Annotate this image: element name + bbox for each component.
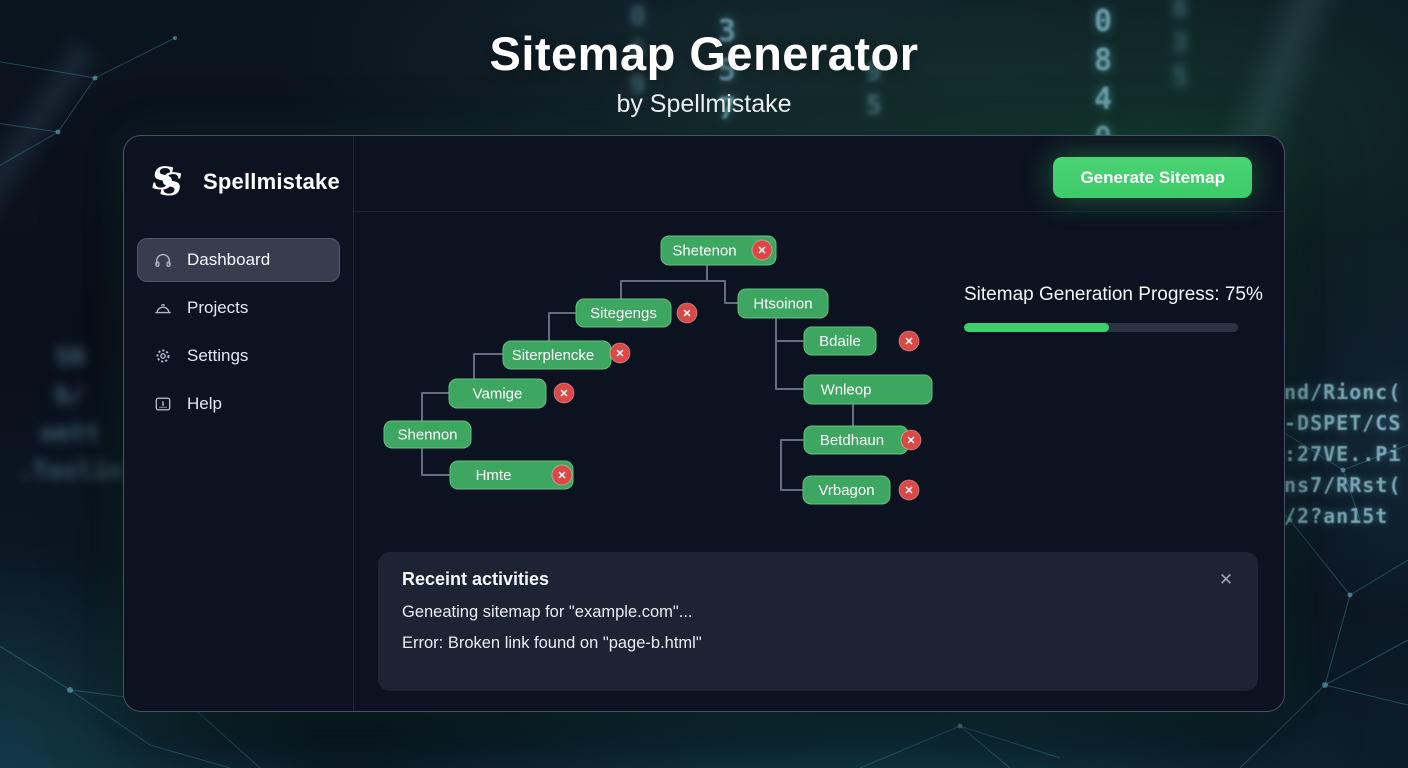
- error-badge-x-icon: ✕: [615, 348, 624, 360]
- tree-connector: [421, 392, 449, 421]
- background-code-text: ns7/RRst(: [1284, 473, 1402, 497]
- sidebar-item-label: Help: [187, 394, 222, 413]
- recent-activities-panel: Receint activities Geneating sitemap for…: [378, 552, 1258, 691]
- error-badge[interactable]: [751, 239, 773, 261]
- tree-connector: [548, 312, 576, 341]
- close-icon[interactable]: ✕: [1218, 570, 1234, 589]
- progress-bar: [964, 323, 1238, 332]
- sitemap-node-label: Shetenon: [672, 243, 736, 260]
- tree-connector: [707, 280, 738, 304]
- sitemap-node-label: Siterplencke: [512, 347, 595, 364]
- sitemap-node[interactable]: Hmte ✕: [449, 460, 574, 490]
- background-code-text: :27VE..Pi: [1284, 442, 1402, 466]
- error-badge[interactable]: [898, 330, 920, 352]
- sidebar-item-label: Dashboard: [187, 250, 271, 269]
- gear-icon: [156, 349, 170, 363]
- sitemap-node-label: Betdhaun: [820, 432, 884, 449]
- help-square-icon: [155, 397, 171, 411]
- sitemap-node[interactable]: Sitegengs ✕: [575, 298, 698, 328]
- error-badge-x-icon: ✕: [559, 388, 568, 400]
- error-badge-x-icon: ✕: [906, 435, 915, 447]
- background-code-text: /2?an15t: [1284, 504, 1389, 528]
- error-badge-x-icon: ✕: [904, 336, 913, 348]
- brand-name: Spellmistake: [203, 169, 340, 194]
- sidebar-item-label: Settings: [187, 346, 249, 365]
- tree-connector: [620, 265, 708, 299]
- error-badge[interactable]: [676, 302, 698, 324]
- sitemap-node-label: Sitegengs: [590, 305, 657, 322]
- sitemap-node-label: Vamige: [473, 386, 523, 403]
- sitemap-node[interactable]: Bdaile ✕: [803, 326, 920, 356]
- generate-sitemap-button[interactable]: Generate Sitemap: [1053, 157, 1252, 198]
- sitemap-node-label: Shennon: [397, 427, 457, 444]
- page-title: Sitemap Generator: [489, 27, 919, 80]
- tree-connector: [775, 318, 804, 342]
- sitemap-node[interactable]: Betdhaun ✕: [803, 425, 922, 455]
- tree-connector: [775, 341, 804, 390]
- sitemap-node-label: Wnleop: [821, 382, 872, 399]
- activities-title: Receint activities: [402, 569, 550, 589]
- sitemap-node[interactable]: Shennon: [383, 420, 472, 449]
- progress-bar-fill: [964, 323, 1110, 332]
- sitemap-node[interactable]: Htsoinon: [737, 288, 829, 319]
- tree-connector: [421, 448, 450, 476]
- headphones-icon: [155, 253, 171, 267]
- progress-label: Sitemap Generation Progress: 75%: [964, 284, 1263, 305]
- error-badge-x-icon: ✕: [757, 245, 766, 257]
- error-badge[interactable]: [553, 382, 575, 404]
- background-code-text: -DSPET/CS: [1284, 411, 1402, 435]
- sidebar-item-projects[interactable]: Projects: [137, 286, 340, 330]
- sitemap-node[interactable]: Wnleop: [803, 374, 933, 405]
- error-badge[interactable]: [551, 464, 573, 486]
- sidebar-item-label: Projects: [187, 298, 249, 317]
- error-badge-x-icon: ✕: [904, 485, 913, 497]
- sitemap-node[interactable]: Shetenon ✕: [660, 235, 777, 266]
- sidebar-menu: Dashboard Projects Settings: [124, 238, 353, 426]
- briefcase-icon: [155, 304, 171, 314]
- sitemap-node[interactable]: Vamige ✕: [448, 378, 575, 409]
- error-badge[interactable]: [898, 479, 920, 501]
- sitemap-node-label: Htsoinon: [753, 296, 812, 313]
- error-badge-x-icon: ✕: [557, 470, 566, 482]
- error-badge[interactable]: [609, 342, 631, 364]
- sitemap-node[interactable]: Vrbagon ✕: [802, 475, 920, 505]
- light-streak: [0, 34, 105, 346]
- sidebar-item-dashboard[interactable]: Dashboard: [137, 238, 340, 282]
- sidebar-item-settings[interactable]: Settings: [137, 334, 340, 378]
- sitemap-node-label: Bdaile: [819, 333, 861, 350]
- sitemap-node-label: Hmte: [476, 467, 512, 484]
- tree-connector: [780, 439, 804, 491]
- sitemap-node-label: Vrbagon: [818, 482, 874, 499]
- page-subtitle: by Spellmistake: [616, 90, 792, 118]
- main-header: Generate Sitemap: [353, 136, 1284, 212]
- main-panel: Generate Sitemap Shetenon ✕ Sitegengs ✕ Htso…: [353, 136, 1284, 711]
- sitemap-node[interactable]: Siterplencke ✕: [502, 340, 631, 370]
- background-code-text: nd/Rionc(: [1284, 380, 1402, 404]
- activity-line: Error: Broken link found on "page-b.html…: [402, 634, 702, 652]
- error-badge[interactable]: [900, 429, 922, 451]
- error-badge-x-icon: ✕: [682, 308, 691, 320]
- sidebar-item-help[interactable]: Help: [137, 382, 340, 426]
- activity-line: Geneating sitemap for "example.com"...: [402, 603, 693, 621]
- tree-connector: [473, 353, 503, 379]
